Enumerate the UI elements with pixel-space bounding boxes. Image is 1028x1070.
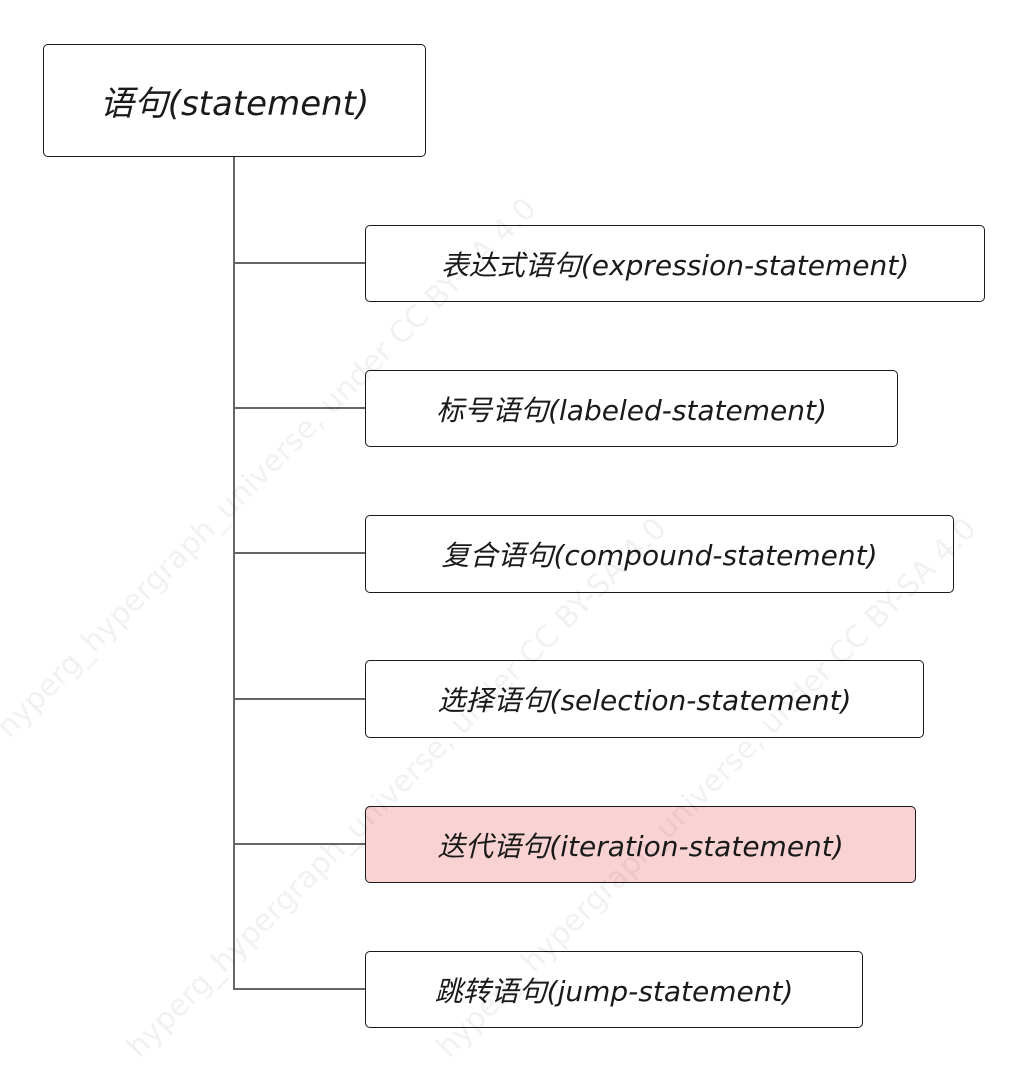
branch-connector [233,988,366,990]
node-label: 选择语句(selection-statement) [437,684,852,717]
branch-connector [233,698,366,700]
branch-connector [233,262,366,264]
node-jump-statement[interactable]: 跳转语句(jump-statement) [365,951,863,1028]
node-label: 迭代语句(iteration-statement) [437,829,844,863]
node-selection-statement[interactable]: 选择语句(selection-statement) [365,660,924,738]
branch-connector [233,407,366,409]
node-compound-statement[interactable]: 复合语句(compound-statement) [365,515,954,593]
node-labeled-statement[interactable]: 标号语句(labeled-statement) [365,370,898,447]
node-expression-statement[interactable]: 表达式语句(expression-statement) [365,225,985,302]
node-label: 语句(statement) [99,84,370,124]
node-label: 复合语句(compound-statement) [441,539,878,572]
trunk-connector [233,157,235,990]
node-label: 表达式语句(expression-statement) [440,248,910,282]
branch-connector [233,552,366,554]
root-node-statement[interactable]: 语句(statement) [43,44,426,157]
node-label: 跳转语句(jump-statement) [434,974,794,1008]
branch-connector [233,843,366,845]
node-label: 标号语句(labeled-statement) [436,393,827,427]
node-iteration-statement[interactable]: 迭代语句(iteration-statement) [365,806,916,883]
